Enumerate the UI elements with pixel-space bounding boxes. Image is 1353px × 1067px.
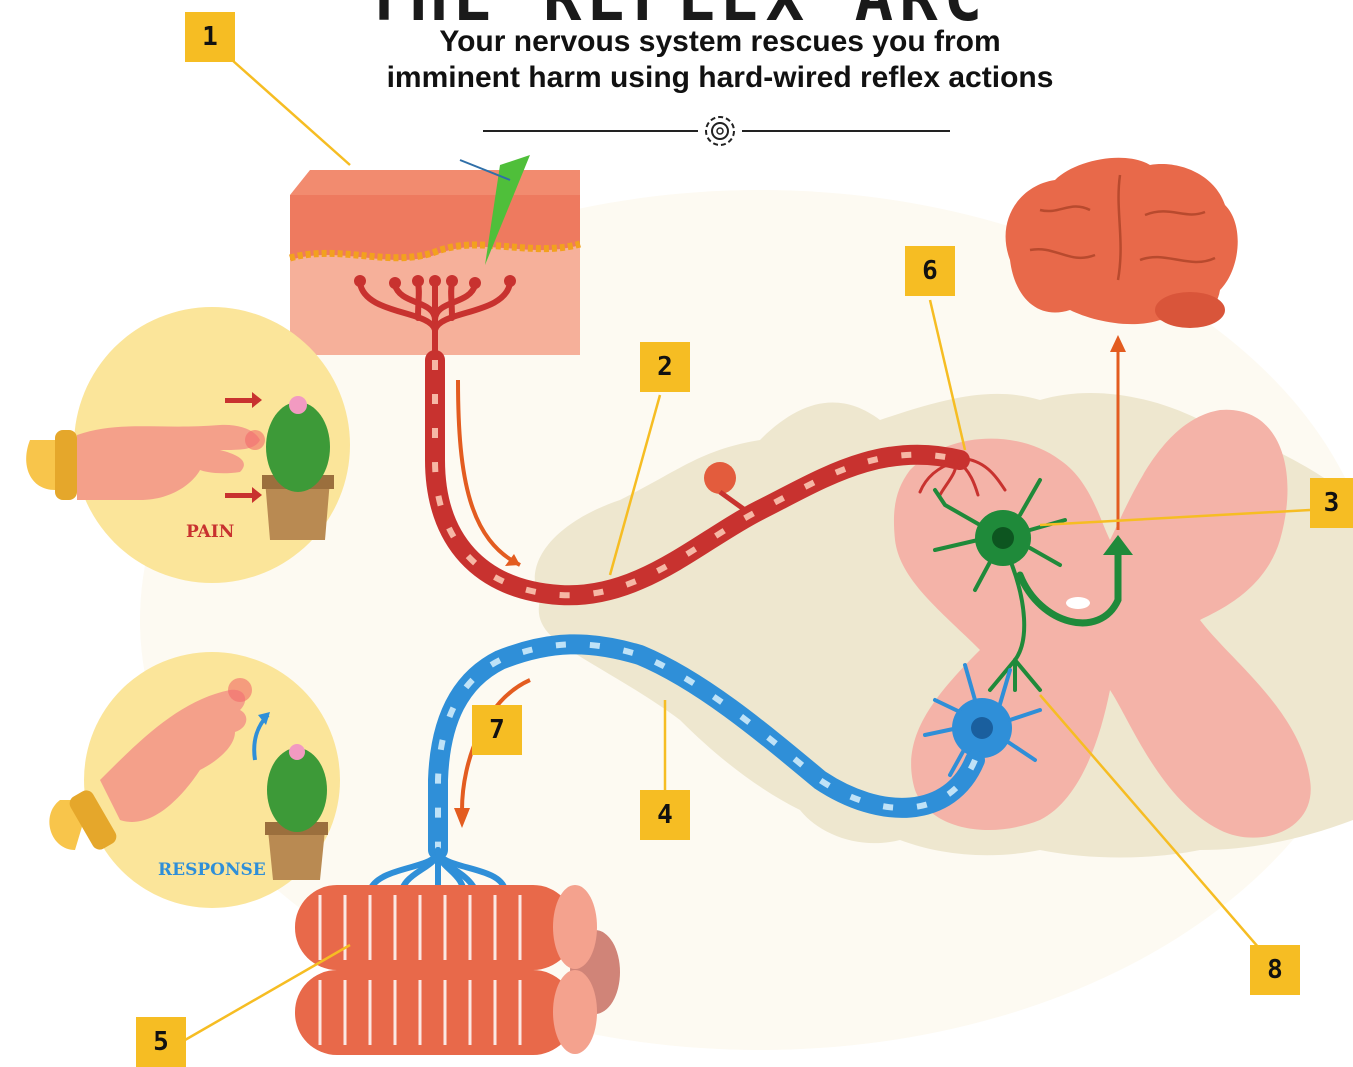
pain-label: PAIN (186, 522, 234, 542)
marker-8: 8 (1250, 945, 1300, 995)
skin-section (290, 155, 580, 360)
marker-7: 7 (472, 705, 522, 755)
brain-icon (1006, 158, 1238, 328)
marker-1: 1 (185, 12, 235, 62)
response-label: RESPONSE (158, 860, 266, 880)
gear-icon (706, 117, 734, 145)
dorsal-root-ganglion (704, 462, 736, 494)
marker-3: 3 (1310, 478, 1353, 528)
marker-6: 6 (905, 246, 955, 296)
muscle-fibers (295, 885, 620, 1055)
marker-4: 4 (640, 790, 690, 840)
central-canal (1066, 597, 1090, 609)
marker-5: 5 (136, 1017, 186, 1067)
marker-2: 2 (640, 342, 690, 392)
response-cactus-icon (265, 744, 328, 880)
